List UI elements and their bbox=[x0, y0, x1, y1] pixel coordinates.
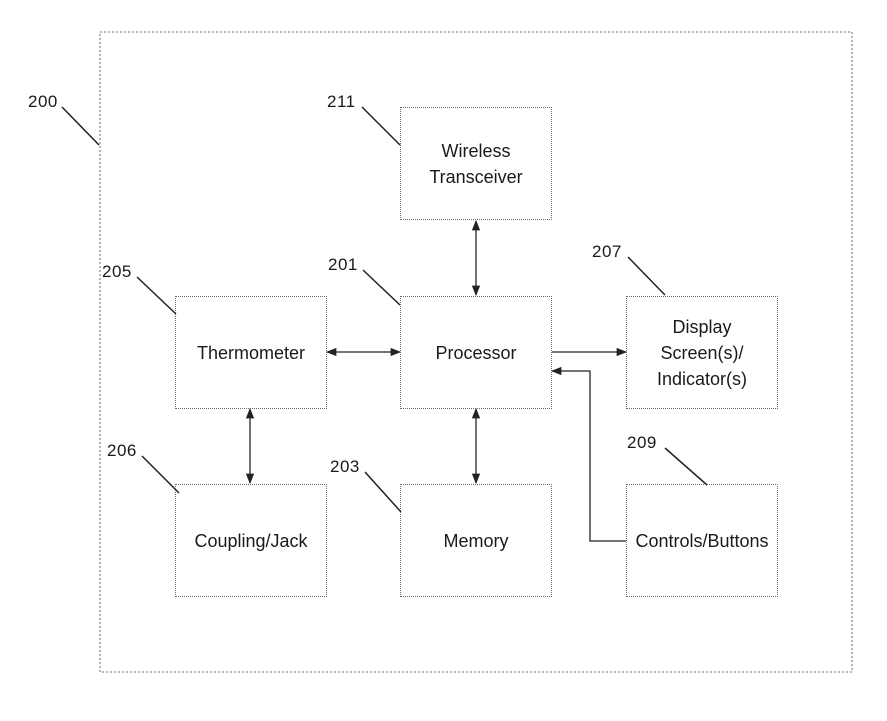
controls-buttons-block: Controls/Buttons bbox=[626, 484, 778, 597]
coupling-label: Coupling/Jack bbox=[194, 528, 307, 554]
display-label-line1: Display bbox=[657, 314, 747, 340]
wireless-transceiver-block: Wireless Transceiver bbox=[400, 107, 552, 220]
processor-label: Processor bbox=[435, 340, 516, 366]
leader-209 bbox=[665, 448, 707, 485]
leader-207 bbox=[628, 257, 665, 295]
ref-205: 205 bbox=[102, 262, 132, 282]
arrow-controls-processor bbox=[552, 371, 626, 541]
ref-211: 211 bbox=[327, 92, 356, 112]
leader-201 bbox=[363, 270, 400, 305]
memory-block: Memory bbox=[400, 484, 552, 597]
controls-label: Controls/Buttons bbox=[635, 528, 768, 554]
memory-label: Memory bbox=[443, 528, 508, 554]
wireless-label-line1: Wireless bbox=[429, 138, 522, 164]
leader-205 bbox=[137, 277, 176, 314]
leader-203 bbox=[365, 472, 401, 512]
display-label-line2: Screen(s)/ bbox=[657, 340, 747, 366]
ref-209: 209 bbox=[627, 433, 657, 453]
wireless-label-line2: Transceiver bbox=[429, 164, 522, 190]
thermometer-block: Thermometer bbox=[175, 296, 327, 409]
ref-203: 203 bbox=[330, 457, 360, 477]
display-block: Display Screen(s)/ Indicator(s) bbox=[626, 296, 778, 409]
leader-211 bbox=[362, 107, 400, 145]
display-label-line3: Indicator(s) bbox=[657, 366, 747, 392]
ref-206: 206 bbox=[107, 441, 137, 461]
ref-200: 200 bbox=[28, 92, 58, 112]
leader-200 bbox=[62, 107, 99, 145]
coupling-jack-block: Coupling/Jack bbox=[175, 484, 327, 597]
leader-206 bbox=[142, 456, 179, 493]
ref-201: 201 bbox=[328, 255, 358, 275]
ref-207: 207 bbox=[592, 242, 622, 262]
processor-block: Processor bbox=[400, 296, 552, 409]
thermometer-label: Thermometer bbox=[197, 340, 305, 366]
